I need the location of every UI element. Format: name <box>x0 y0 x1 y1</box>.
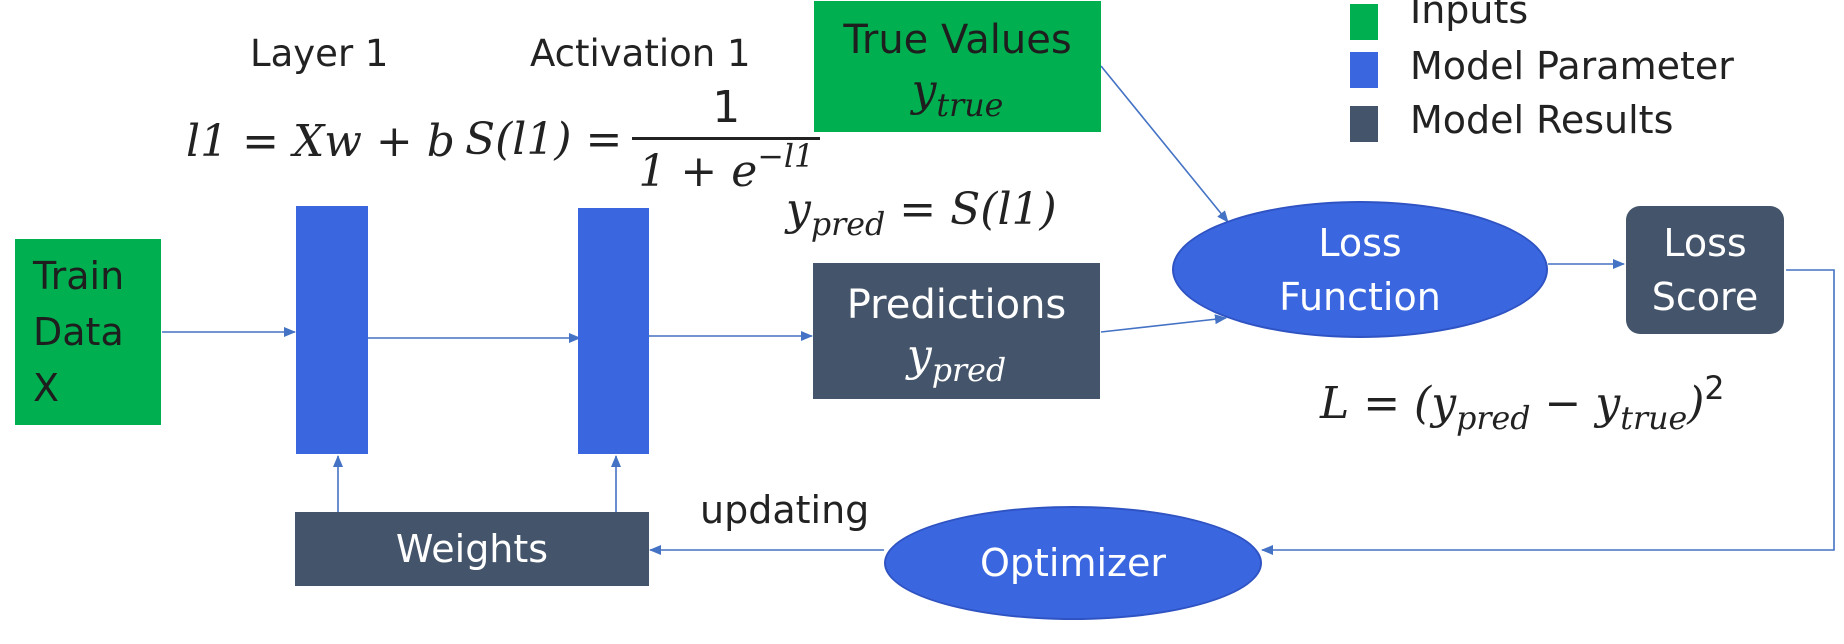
optimizer-label: Optimizer <box>979 541 1166 585</box>
true-values-var-sub: true <box>936 88 1004 125</box>
loss-formula-exponent: 2 <box>1704 371 1725 407</box>
loss-function-line-1: Loss <box>1318 220 1402 265</box>
arrow-score-to-optimizer <box>1261 269 1835 555</box>
layer-formula-rhs: Xw + b <box>292 116 455 167</box>
optimizer-node: Optimizer <box>884 506 1262 620</box>
loss-score-box: Loss Score <box>1626 206 1784 334</box>
train-data-line-2: Data <box>33 310 124 354</box>
predictions-var: ypred <box>906 329 1006 389</box>
loss-formula-sub-true: true <box>1620 401 1688 438</box>
loss-formula-mid: − y <box>1530 378 1621 429</box>
predictions-box: Predictions ypred <box>813 263 1100 399</box>
updating-label: updating <box>700 488 870 532</box>
activation-formula: S(l1) = 1 1 + e−l1 <box>465 82 821 197</box>
loss-formula-lhs: L = (y <box>1320 378 1457 429</box>
legend-swatch-model-parameter <box>1350 52 1378 88</box>
arrow-true-to-loss <box>1100 65 1229 223</box>
legend-label-inputs: Inputs <box>1410 0 1529 32</box>
activation-denominator: 1 + e−l1 <box>632 137 821 197</box>
loss-score-line-1: Loss <box>1663 221 1747 265</box>
arrow-predictions-to-loss <box>1100 314 1227 333</box>
layer-heading: Layer 1 <box>250 32 389 75</box>
train-data-line-3: X <box>33 366 60 410</box>
train-data-line-1: Train <box>33 254 125 298</box>
activation-formula-lhs: S(l1) = <box>465 114 623 165</box>
predictions-var-letter: y <box>906 329 932 381</box>
activation-fraction: 1 1 + e−l1 <box>632 82 821 197</box>
prediction-formula: ypred = S(l1) <box>786 184 1057 243</box>
layer-formula-equals: = <box>242 116 279 167</box>
loss-score-line-2: Score <box>1651 275 1759 319</box>
train-data-box: Train Data X <box>15 239 161 425</box>
legend-label-model-results: Model Results <box>1410 98 1674 142</box>
layer-formula: l1 = Xw + b <box>186 116 455 167</box>
true-values-box: True Values ytrue <box>814 1 1101 132</box>
predictions-title: Predictions <box>846 281 1067 328</box>
legend-swatch-model-results <box>1350 106 1378 142</box>
predictions-var-sub: pred <box>931 352 1007 389</box>
loss-formula-sub-pred: pred <box>1456 401 1531 438</box>
prediction-formula-sub: pred <box>810 207 886 244</box>
activation-1-block <box>578 208 649 454</box>
prediction-formula-rhs: = S(l1) <box>899 184 1057 235</box>
loss-function-line-2: Function <box>1279 274 1441 319</box>
weights-label: Weights <box>395 527 549 571</box>
activation-numerator: 1 <box>712 82 741 133</box>
activation-den-base: 1 + e <box>638 146 758 197</box>
prediction-formula-var: y <box>786 184 811 235</box>
legend-swatch-inputs <box>1350 4 1378 40</box>
true-values-title: True Values <box>843 17 1072 63</box>
loss-function-node: Loss Function <box>1172 201 1548 338</box>
legend-label-model-parameter: Model Parameter <box>1410 44 1734 88</box>
true-values-var: ytrue <box>911 65 1004 124</box>
true-values-var-letter: y <box>911 65 937 116</box>
weights-box: Weights <box>295 512 649 586</box>
layer-formula-lhs: l1 <box>186 116 229 167</box>
layer-1-block <box>296 206 368 454</box>
loss-formula: L = (ypred − ytrue)2 <box>1320 371 1725 437</box>
activation-den-exponent: −l1 <box>757 139 815 175</box>
loss-formula-close: ) <box>1687 378 1705 429</box>
activation-heading: Activation 1 <box>530 32 751 75</box>
